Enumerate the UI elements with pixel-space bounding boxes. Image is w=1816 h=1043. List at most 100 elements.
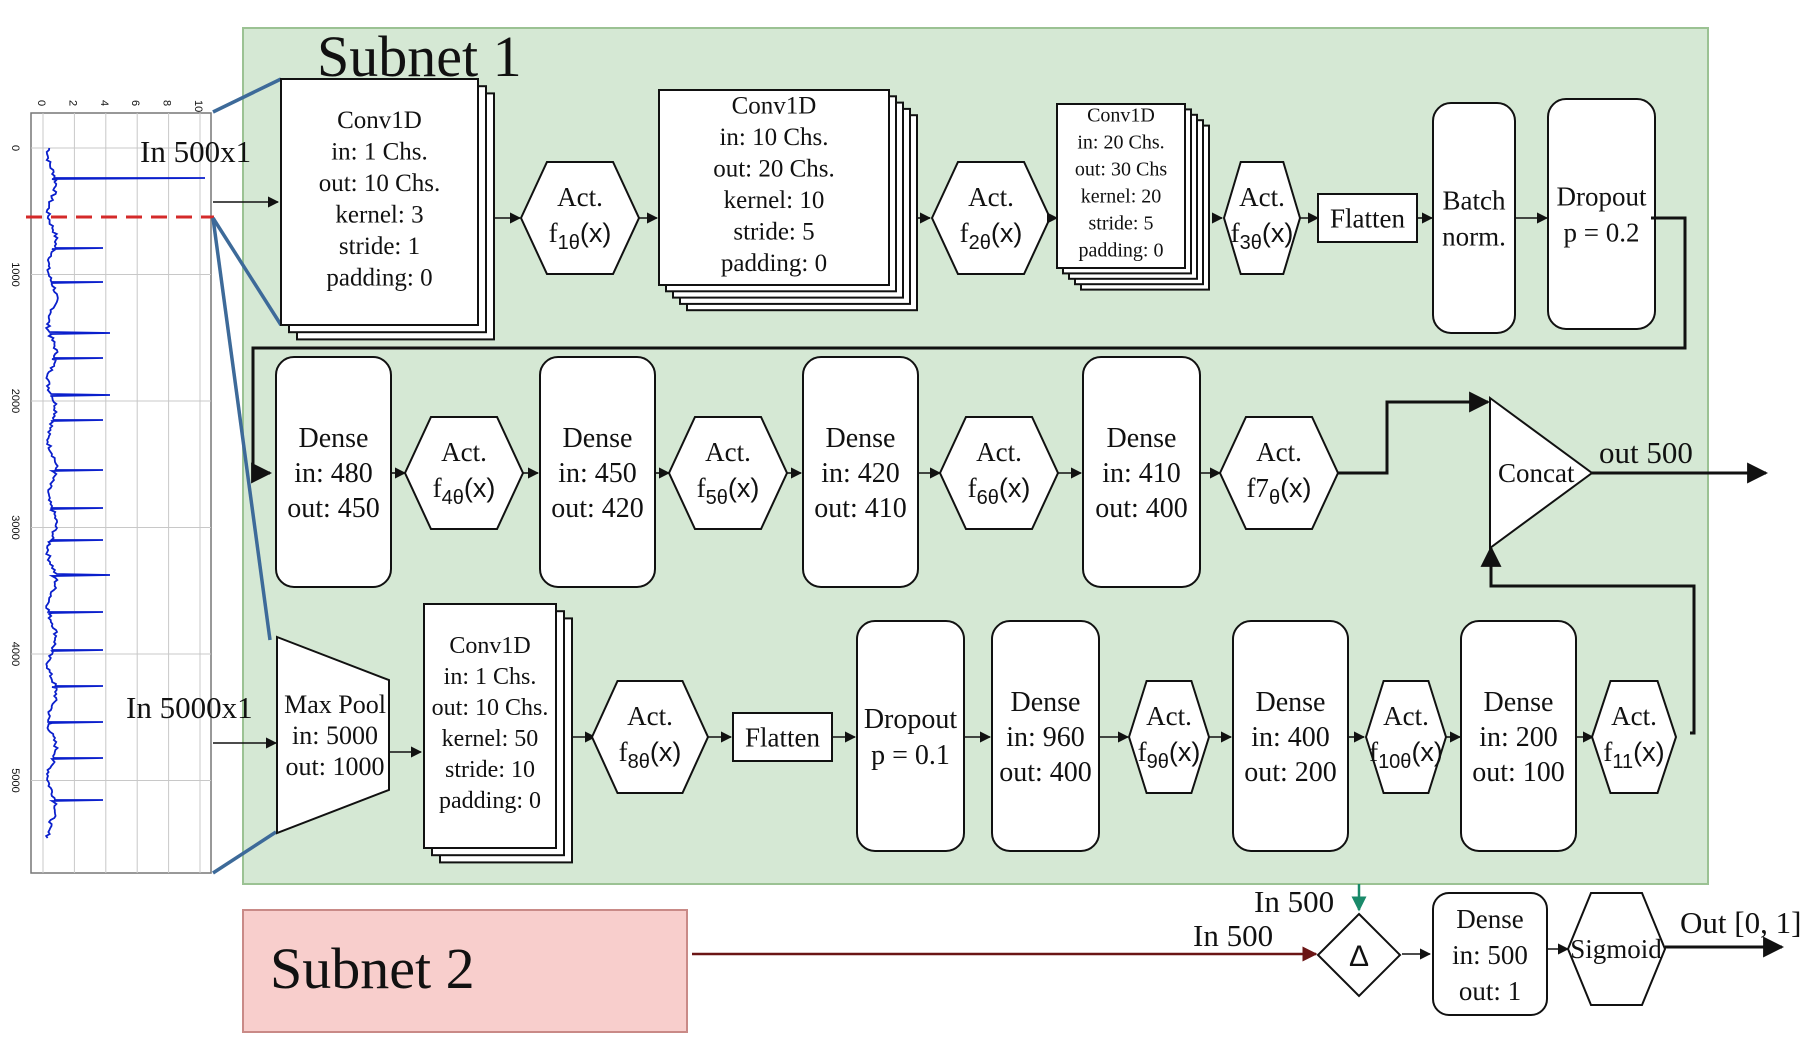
plot-frame: [30, 112, 212, 874]
signal-trace: [44, 147, 206, 839]
head-dense-line-1: in: 500: [1452, 940, 1528, 970]
activation-function: f5θ(x): [697, 473, 760, 509]
layer-text-line: padding: 0: [1079, 240, 1164, 262]
layer-text-line: out: 200: [1244, 757, 1337, 788]
output-head: In 500 In 500 Δ Dense in: 500 out: 1 Sig…: [692, 884, 1801, 1016]
activation-label: Act.: [1611, 701, 1657, 731]
activation-function: f7θ(x): [1246, 473, 1311, 509]
plot-x-tick: 0: [35, 100, 47, 106]
dense-layer-row2-0: Dense in: 480 out: 450: [275, 356, 392, 588]
layer-text-line: in: 420: [821, 458, 900, 489]
activation-2: Act.f2θ(x): [930, 161, 1052, 275]
layer-text-line: Conv1D: [337, 107, 422, 134]
layer-text-line: out: 100: [1472, 757, 1565, 788]
layer-text-line: in: 1 Chs.: [331, 139, 428, 166]
plot-y-tick: 0: [9, 145, 21, 151]
zoom-connectors: [211, 77, 283, 875]
plot-y-tick: 5000: [9, 768, 21, 792]
activation-hexagon: [1218, 416, 1340, 530]
activation-row2-7: Act. f7θ(x): [1218, 416, 1340, 530]
activation-row3-10: Act.f10θ(x): [1364, 680, 1448, 794]
head-dense-line-0: Dense: [1456, 904, 1523, 934]
concat-output-label: out 500: [1599, 435, 1693, 470]
layer-text-line: in: 480: [294, 458, 373, 489]
subnet-2-title: Subnet 2: [270, 936, 475, 1001]
layer-text-line: Dense: [1256, 687, 1326, 718]
conv-front-sheet: [423, 603, 557, 849]
activation-function: f3θ(x): [1231, 218, 1294, 254]
dense-layer-row3-1: Dense in: 960 out: 400: [991, 620, 1100, 852]
activation-row3-11: Act. f11(x): [1590, 680, 1678, 794]
layer-text-line: stride: 1: [339, 233, 420, 260]
activation-row3-8: Act.f8θ(x): [590, 680, 710, 794]
activation-function: f11(x): [1603, 737, 1664, 773]
activation-label: Act.: [1256, 437, 1302, 467]
input-label-long: In 5000x1: [126, 690, 253, 725]
flatten-layer-2: Flatten: [732, 712, 833, 762]
activation-function: f9θ(x): [1138, 737, 1201, 773]
layer-box: [1460, 620, 1577, 852]
flatten-box: [1317, 193, 1418, 243]
activation-function: f6θ(x): [968, 473, 1031, 509]
layer-text-line: Dense: [1107, 423, 1177, 454]
plot-x-tick: 2: [66, 100, 78, 106]
layer-text-line: out: 400: [999, 757, 1092, 788]
activation-3: Act.f3θ(x): [1222, 161, 1302, 275]
subnet-2-input-label: In 500: [1193, 918, 1273, 953]
plot-x-tick: 6: [129, 100, 141, 106]
head-dense-layer: [1432, 892, 1548, 1016]
layer-text-line: out: 10 Chs.: [319, 170, 441, 197]
layer-text-line: in: 20 Chs.: [1077, 132, 1164, 154]
conv-front-sheet: [280, 78, 479, 326]
layer-text-line: in: 10 Chs.: [719, 124, 828, 151]
layer-text-line: Dense: [563, 423, 633, 454]
maxpool-trapezoid: [276, 635, 390, 835]
layer-text-line: kernel: 3: [335, 202, 423, 229]
layer-text-line: Batch: [1443, 185, 1506, 215]
layer-text-line: out: 10 Chs.: [432, 695, 549, 721]
layer-text-line: Conv1D: [449, 633, 530, 659]
activation-function: f4θ(x): [433, 473, 496, 509]
layer-box: [991, 620, 1100, 852]
layer-text-line: kernel: 10: [724, 187, 825, 214]
activation-label: Act.: [976, 437, 1022, 467]
activation-hexagon: [1590, 680, 1678, 794]
activation-label: Act.: [705, 437, 751, 467]
layer-text-line: in: 200: [1479, 722, 1558, 753]
flatten-layer-1: Flatten: [1317, 193, 1418, 243]
activation-label: Act.: [441, 437, 487, 467]
layer-text-line: in: 1 Chs.: [444, 664, 537, 690]
layer-text-line: Dropout: [864, 704, 958, 735]
layer-text-line: out: 20 Chs.: [713, 156, 835, 183]
activation-row2-1: Act. f4θ(x): [403, 416, 525, 530]
layer-box: [275, 356, 392, 588]
conv-front-sheet: [1056, 103, 1186, 269]
layer-text-line: p = 0.1: [871, 740, 950, 771]
difference-node: [1316, 912, 1402, 998]
layer-text-line: in: 960: [1006, 722, 1085, 753]
layer-text-line: Dense: [299, 423, 369, 454]
layer-text-line: out: 450: [287, 493, 380, 524]
layer-text-line: stride: 5: [1089, 213, 1154, 235]
activation-label: Act.: [557, 182, 603, 212]
layer-text-line: Conv1D: [732, 93, 817, 120]
layer-box: [1232, 620, 1349, 852]
conv1d-layer-1: Conv1D in: 1 Chs. out: 10 Chs. kernel: 3 str…: [280, 78, 495, 341]
concat-label: Concat: [1498, 458, 1575, 488]
activation-function: f8θ(x): [619, 737, 682, 773]
plot-x-tick: 8: [161, 100, 173, 106]
layer-text-line: padding: 0: [721, 250, 827, 277]
layer-text-line: Flatten: [745, 722, 820, 752]
activation-function: f1θ(x): [549, 218, 612, 254]
layer-text-line: in: 410: [1102, 458, 1181, 489]
subnet-1-input-label: In 500: [1254, 884, 1334, 919]
layer-text-line: Dense: [1011, 687, 1081, 718]
layer-box: [802, 356, 919, 588]
